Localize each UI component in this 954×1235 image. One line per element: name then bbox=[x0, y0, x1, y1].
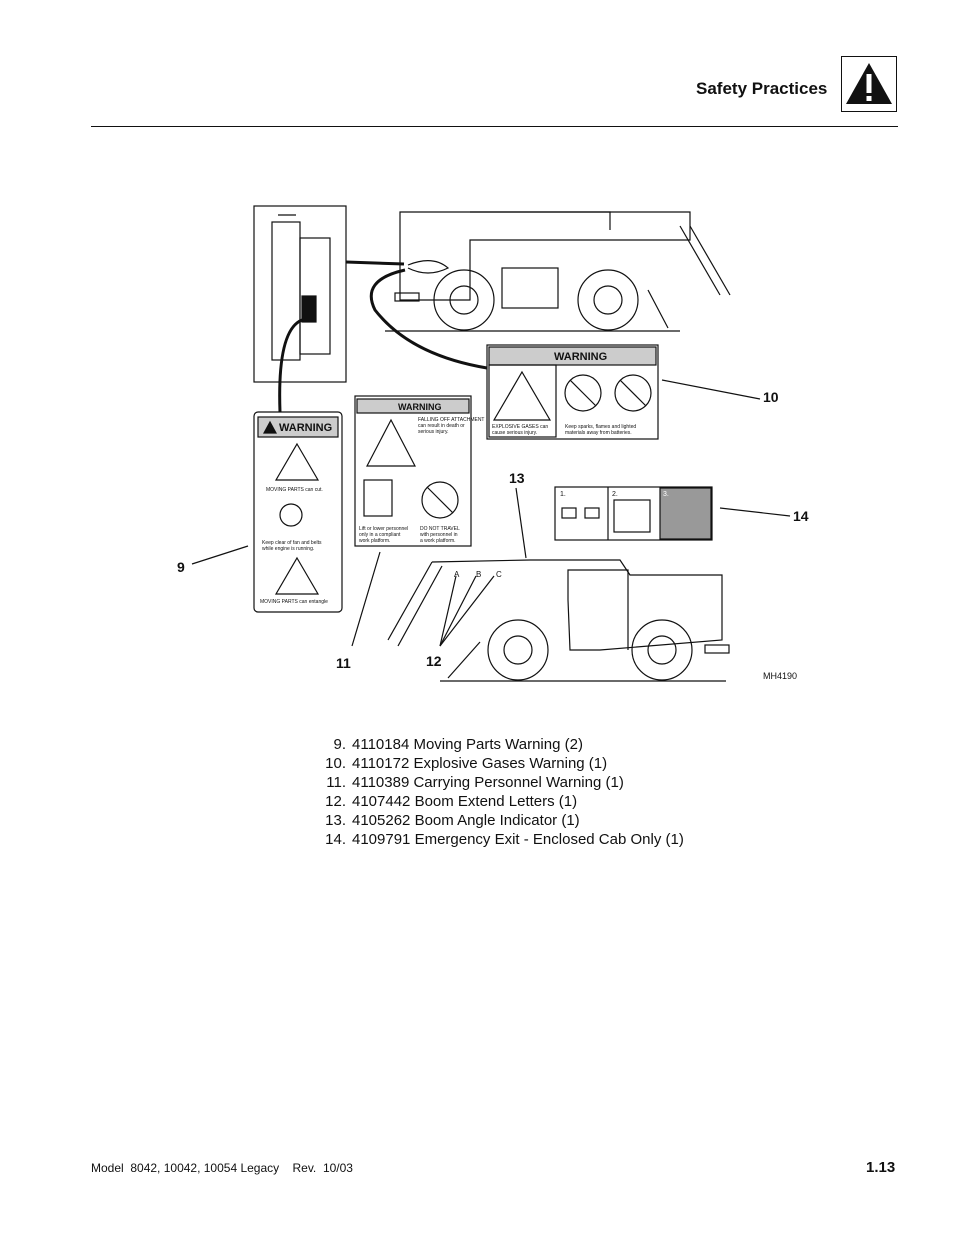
page-section-title: Safety Practices bbox=[696, 79, 828, 98]
callout-13: 13 bbox=[509, 470, 525, 486]
explosive-line4: materials away from batteries. bbox=[565, 430, 632, 436]
list-item: 11.4110389 Carrying Personnel Warning (1… bbox=[326, 774, 624, 791]
list-item: 10.4110172 Explosive Gases Warning (1) bbox=[325, 755, 608, 772]
page-number: 1.13 bbox=[866, 1159, 896, 1176]
list-item: 9.4110184 Moving Parts Warning (2) bbox=[333, 736, 583, 753]
warning-triangle-icon bbox=[841, 56, 897, 112]
engine-compartment-inset bbox=[253, 205, 347, 383]
list-item: 12.4107442 Boom Extend Letters (1) bbox=[325, 793, 578, 810]
personnel-line1: FALLING OFF ATTACHMENT bbox=[418, 417, 485, 423]
explosive-line2: cause serious injury. bbox=[492, 430, 537, 436]
moving-parts-line2: Keep clear of fan and belts bbox=[262, 540, 322, 546]
parts-list: 9.4110184 Moving Parts Warning (2) 10.41… bbox=[310, 735, 730, 849]
personnel-line7: DO NOT TRAVEL bbox=[420, 526, 460, 532]
telehandler-boom-view bbox=[387, 559, 730, 682]
moving-parts-decal bbox=[253, 411, 343, 613]
personnel-line6: work platform. bbox=[359, 538, 390, 544]
boom-letter-a: A bbox=[454, 570, 460, 579]
exit-step-2: 2. bbox=[612, 491, 618, 498]
header-divider bbox=[91, 126, 898, 127]
explosive-gases-decal bbox=[486, 344, 659, 440]
moving-parts-line4: MOVING PARTS can entangle bbox=[260, 599, 328, 605]
figure-id: MH4190 bbox=[763, 671, 798, 681]
decal-location-figure: WARNING MOVING PARTS can cut. Keep clear… bbox=[191, 205, 791, 682]
personnel-line2: can result in death or bbox=[418, 423, 465, 429]
footer-model-revision: Model 8042, 10042, 10054 Legacy Rev. 10/… bbox=[91, 1161, 353, 1175]
exit-step-1: 1. bbox=[560, 491, 566, 498]
personnel-warning-label: WARNING bbox=[398, 402, 442, 412]
callout-9: 9 bbox=[177, 559, 185, 575]
personnel-line3: serious injury. bbox=[418, 429, 448, 435]
boom-letter-c: C bbox=[496, 570, 502, 579]
exit-step-3: 3. bbox=[663, 491, 669, 498]
emergency-exit-decal bbox=[554, 486, 713, 541]
boom-letter-b: B bbox=[476, 570, 481, 579]
explosive-line3: Keep sparks, flames and lighted bbox=[565, 424, 636, 430]
telehandler-side-view bbox=[385, 211, 731, 332]
moving-parts-line3: while engine is running. bbox=[262, 546, 314, 552]
personnel-line4: Lift or lower personnel bbox=[359, 526, 408, 532]
personnel-line8: with personnel in bbox=[420, 532, 458, 538]
moving-parts-warning-label: WARNING bbox=[279, 422, 332, 434]
list-item: 13.4105262 Boom Angle Indicator (1) bbox=[325, 812, 580, 829]
carrying-personnel-decal bbox=[354, 395, 472, 547]
callout-10: 10 bbox=[763, 389, 779, 405]
personnel-line9: a work platform. bbox=[420, 538, 456, 544]
callout-11: 11 bbox=[336, 655, 351, 671]
list-item: 14.4109791 Emergency Exit - Enclosed Cab… bbox=[325, 831, 684, 848]
explosive-warning-label: WARNING bbox=[554, 351, 607, 363]
explosive-line1: EXPLOSIVE GASES can bbox=[492, 424, 548, 430]
moving-parts-line1: MOVING PARTS can cut. bbox=[266, 487, 323, 493]
personnel-line5: only in a compliant bbox=[359, 532, 401, 538]
callout-12: 12 bbox=[426, 653, 442, 669]
callout-14: 14 bbox=[793, 508, 809, 524]
